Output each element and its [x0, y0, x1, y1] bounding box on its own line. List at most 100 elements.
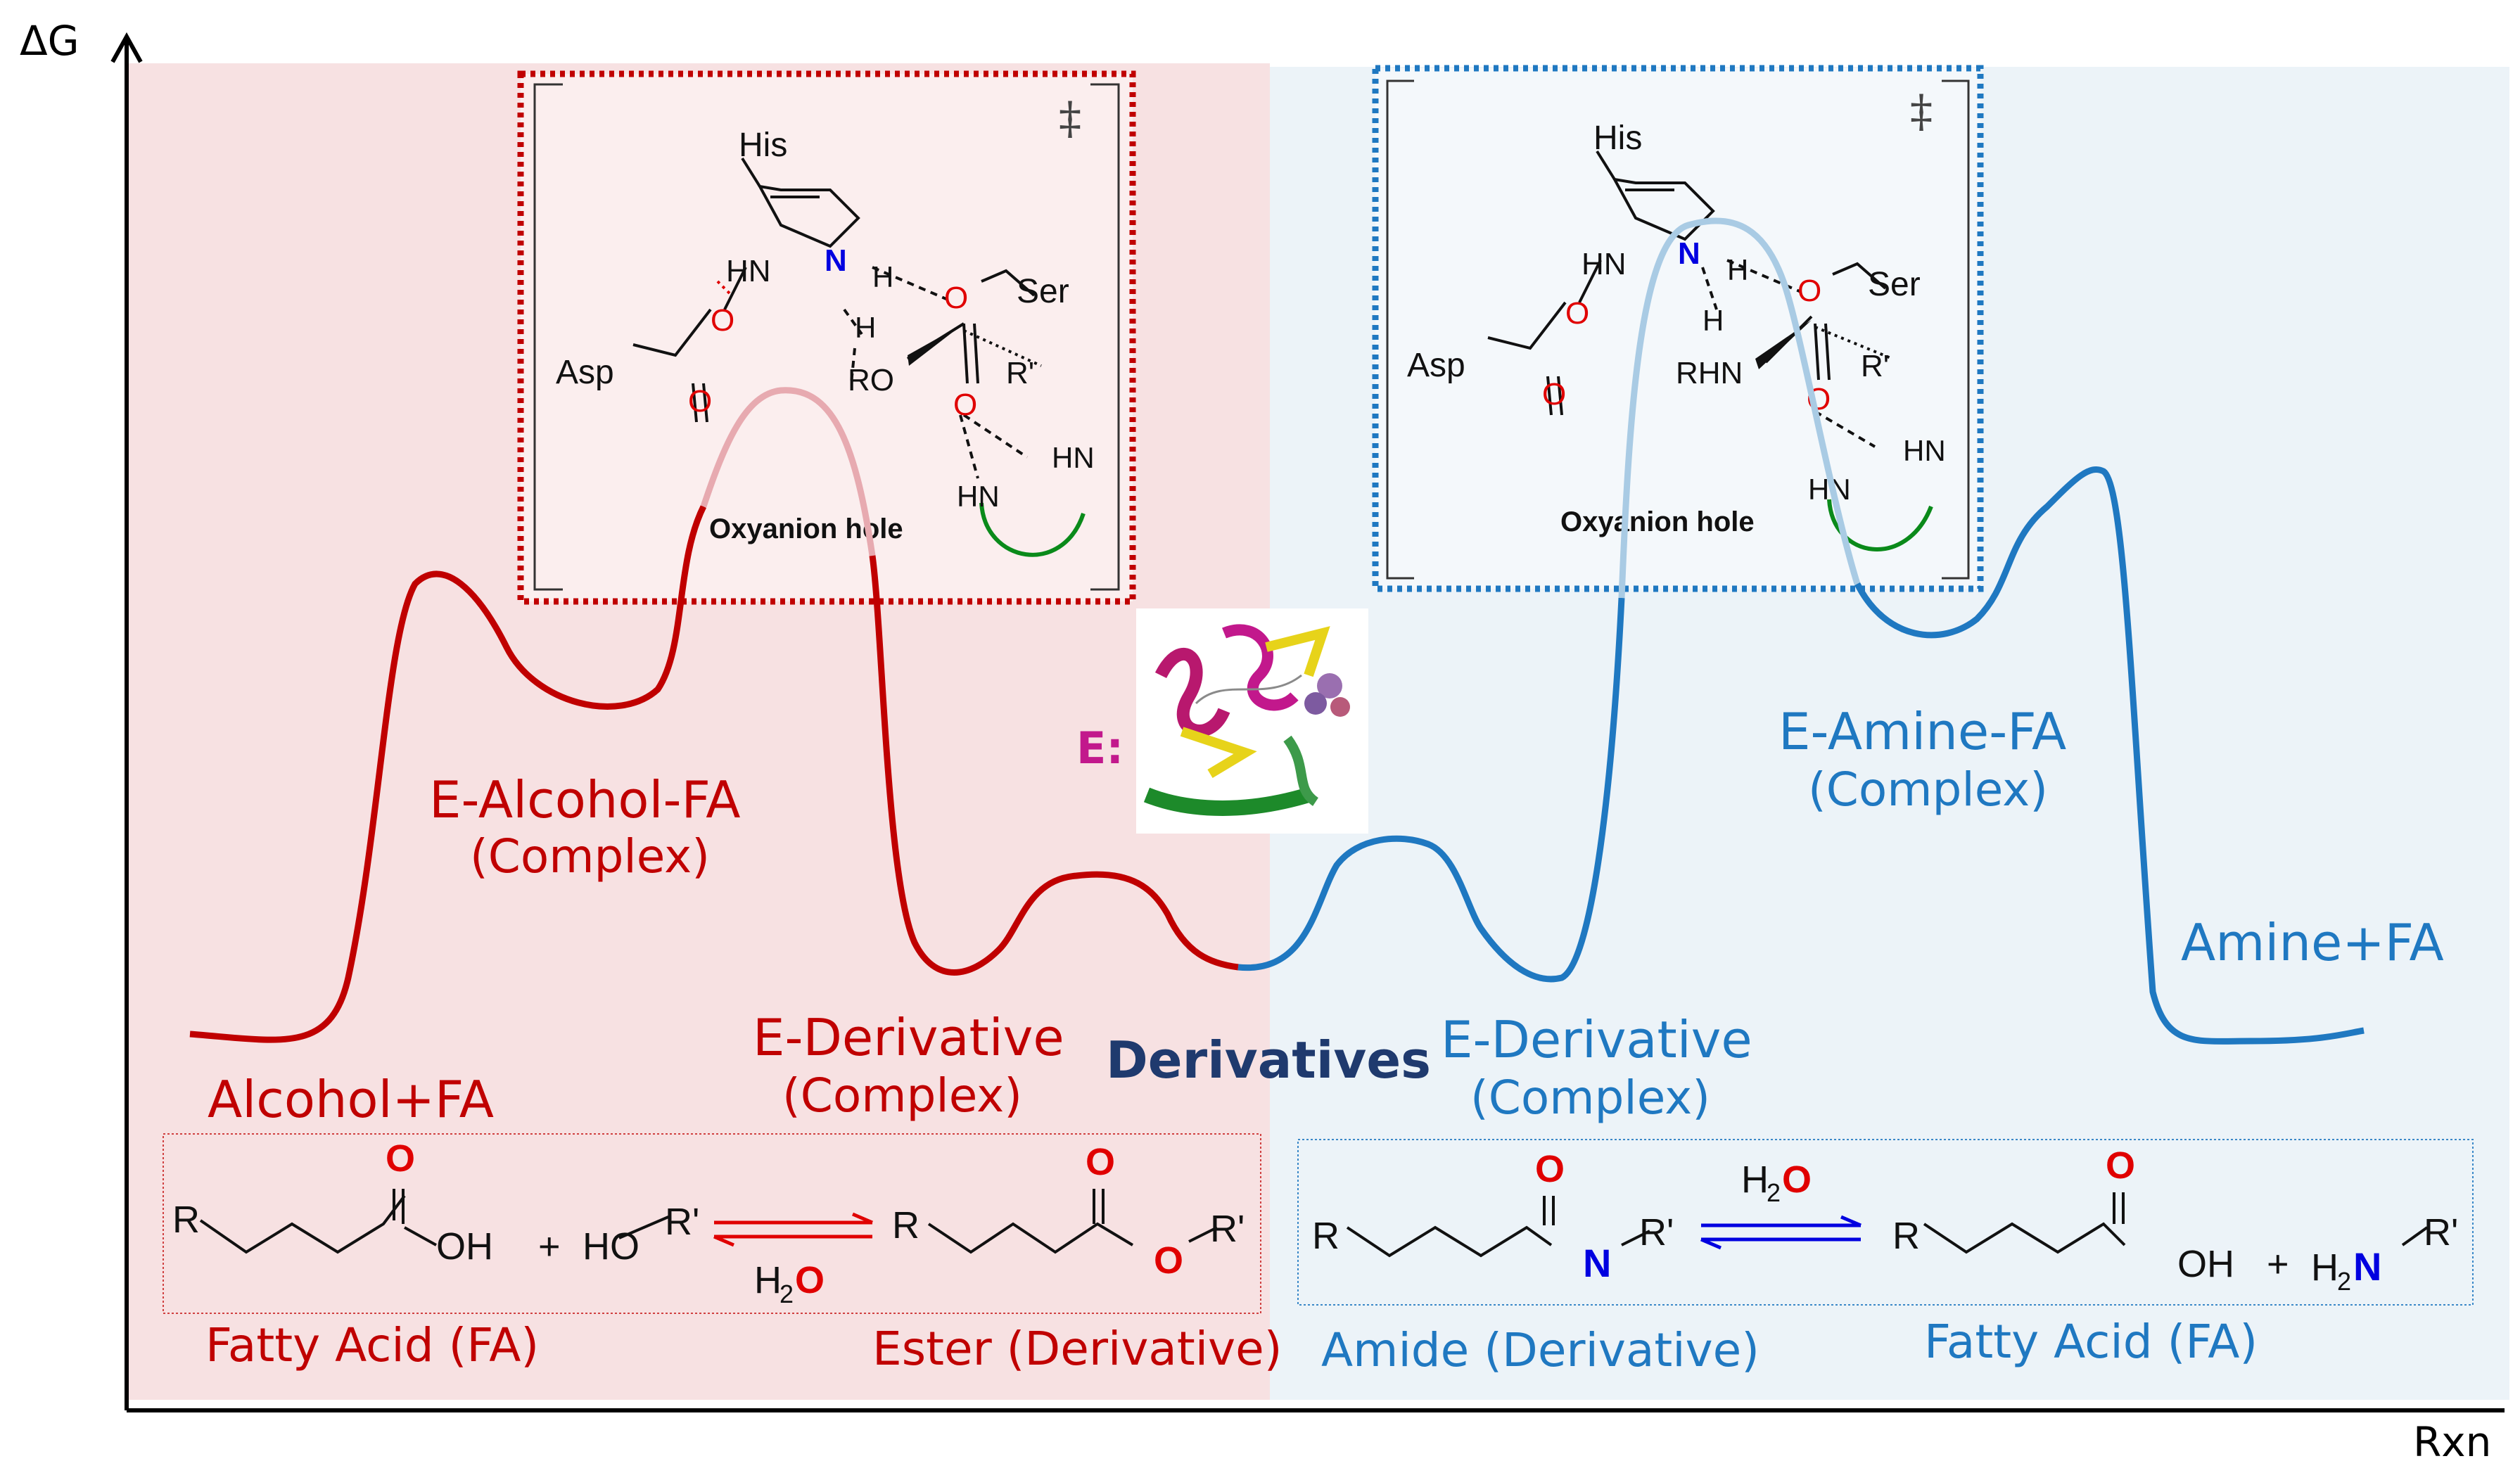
- ts-right-his: His: [1593, 120, 1642, 157]
- ts-left-h2: H: [855, 311, 876, 344]
- label-e-derivative-left: E-Derivative: [753, 1008, 1064, 1067]
- label-e-derivative-right: E-Derivative: [1441, 1010, 1752, 1069]
- ts-right-h2: H: [1703, 304, 1724, 337]
- eq-left-oh: OH: [436, 1225, 493, 1268]
- enzyme-structure: E:: [1076, 608, 1368, 834]
- eq-right-oh-o: OH: [2177, 1243, 2234, 1285]
- reaction-left-frame: [163, 1133, 1261, 1314]
- ts-left-oxyanion-label: Oxyanion hole: [709, 513, 903, 544]
- eq-left-o-top1: O: [386, 1137, 415, 1180]
- ts-left-bracket-left: [533, 83, 563, 591]
- ts-left-hn-a: HN: [957, 480, 1000, 513]
- energy-curve-right-ts-peak: [1618, 217, 1861, 599]
- ts-left-o-asp2: O: [688, 384, 712, 419]
- ts-left-oxyanion-loop: [979, 502, 1086, 557]
- eq-left-o-top2: O: [1086, 1141, 1115, 1183]
- ts-right-hn-b: HN: [1903, 434, 1946, 467]
- enzyme-label: E:: [1076, 722, 1124, 774]
- eq-left-ester-label: Ester (Derivative): [872, 1322, 1282, 1376]
- ts-right-h1: H: [1727, 253, 1748, 286]
- ts-left-hn: HN: [726, 254, 771, 288]
- reaction-right: R O N R' H 2 O R O OH + H 2 N R' Amide (…: [1297, 1139, 2474, 1377]
- ts-right-r-prime: R': [1861, 349, 1889, 383]
- x-axis-label: Rxn: [2413, 1418, 2491, 1466]
- eq-right-plus: +: [2267, 1243, 2289, 1285]
- ts-right-bracket-right: [1942, 79, 1970, 580]
- eq-left-h2o-h: H: [754, 1259, 782, 1301]
- eq-right-h2o-o: O: [1782, 1159, 1812, 1201]
- ts-right-oxyanion-label: Oxyanion hole: [1560, 506, 1755, 537]
- ts-right-o-ser: O: [1797, 274, 1821, 308]
- ts-left-ro: RO: [848, 363, 894, 397]
- eq-left-o-ester: O: [1154, 1239, 1183, 1282]
- transition-state-right: ‡ His HN N H O Ser O Asp: [1372, 65, 1984, 592]
- ts-left-ser: Ser: [1017, 273, 1069, 310]
- ts-right-dotted-frame: [1372, 65, 1984, 592]
- label-e-alcohol-fa: E-Alcohol-FA: [429, 770, 741, 829]
- ts-left-hn-b: HN: [1052, 441, 1095, 474]
- ts-left-r-prime: R': [1006, 356, 1034, 390]
- ts-right-bracket-left: [1386, 79, 1414, 580]
- label-derivatives: Derivatives: [1106, 1031, 1431, 1090]
- ts-left-o-ox: O: [953, 388, 977, 422]
- energy-curve-left: [189, 504, 707, 1043]
- label-e-amine-fa: E-Amine-FA: [1778, 702, 2066, 761]
- ts-right-asp: Asp: [1407, 347, 1465, 384]
- ts-left-his: His: [739, 127, 787, 164]
- label-complex-left: (Complex): [470, 829, 710, 883]
- eq-left-r-prime1: R': [665, 1201, 699, 1243]
- eq-right-h2n-h: H: [2311, 1246, 2338, 1289]
- y-axis-label: ΔG: [20, 17, 79, 65]
- eq-right-h2o-h: H: [1741, 1159, 1769, 1201]
- reaction-right-frame: [1297, 1139, 2474, 1306]
- ts-left-o-asp1: O: [711, 303, 734, 338]
- label-complex-mid-right: (Complex): [1470, 1071, 1710, 1125]
- energy-curve-left-ts-peak: [700, 387, 876, 556]
- ts-left-dagger: ‡: [1059, 93, 1081, 145]
- ts-right-ser: Ser: [1868, 266, 1921, 303]
- eq-right-o-top1: O: [1535, 1148, 1565, 1190]
- label-complex-mid-left: (Complex): [782, 1068, 1022, 1123]
- eq-right-amide-label: Amide (Derivative): [1321, 1323, 1759, 1377]
- energy-curve-right-descent: [1854, 466, 2365, 1045]
- eq-right-fa-label: Fatty Acid (FA): [1924, 1315, 2258, 1369]
- eq-right-n: N: [1583, 1241, 1611, 1285]
- eq-left-r-prime2: R': [1210, 1208, 1245, 1250]
- ts-right-o-asp1: O: [1565, 296, 1589, 331]
- ts-right-o-asp2: O: [1542, 377, 1566, 412]
- eq-left-r2: R: [892, 1204, 919, 1246]
- eq-right-h2n-2: 2: [2337, 1267, 2351, 1296]
- eq-right-h2n-n: N: [2353, 1244, 2381, 1289]
- ts-left-h1: H: [872, 260, 893, 293]
- ts-left-bracket-right: [1090, 83, 1120, 591]
- ts-right-dagger: ‡: [1910, 86, 1933, 138]
- eq-left-r1: R: [172, 1199, 200, 1241]
- eq-right-r1: R: [1312, 1215, 1339, 1257]
- transition-state-left: ‡ His HN N H O Ser: [517, 70, 1136, 605]
- y-axis-arrow: [110, 32, 143, 63]
- eq-right-r-prime1: R': [1639, 1211, 1674, 1253]
- ts-right-hn: HN: [1582, 247, 1627, 281]
- ts-left-n: N: [825, 243, 847, 278]
- eq-left-fa-label: Fatty Acid (FA): [205, 1318, 539, 1372]
- ts-right-n: N: [1678, 236, 1700, 271]
- eq-left-h2o-2: 2: [779, 1280, 794, 1308]
- energy-curve-right: [1237, 597, 1625, 983]
- eq-right-o-top2: O: [2106, 1144, 2135, 1187]
- energy-curve-left-descent: [869, 555, 1239, 976]
- equilibrium-arrows-left: [713, 1212, 873, 1247]
- equilibrium-arrows-right: [1700, 1215, 1862, 1250]
- label-alcohol-fa: Alcohol+FA: [208, 1070, 494, 1129]
- eq-right-r2: R: [1892, 1215, 1920, 1257]
- reaction-left: R O OH + HO R' H 2 O R O O R' Fatty Acid…: [163, 1133, 1282, 1376]
- ts-left-o-ser: O: [944, 281, 968, 315]
- label-amine-fa: Amine+FA: [2181, 913, 2444, 972]
- eq-left-plus: +: [538, 1225, 561, 1268]
- label-complex-right: (Complex): [1808, 763, 2048, 817]
- eq-left-h2o-o: O: [795, 1259, 825, 1301]
- ts-left-asp: Asp: [556, 354, 614, 391]
- ts-left-dotted-frame: [517, 70, 1136, 605]
- eq-right-r-prime2: R': [2424, 1211, 2458, 1253]
- eq-right-h2o-2: 2: [1767, 1178, 1781, 1207]
